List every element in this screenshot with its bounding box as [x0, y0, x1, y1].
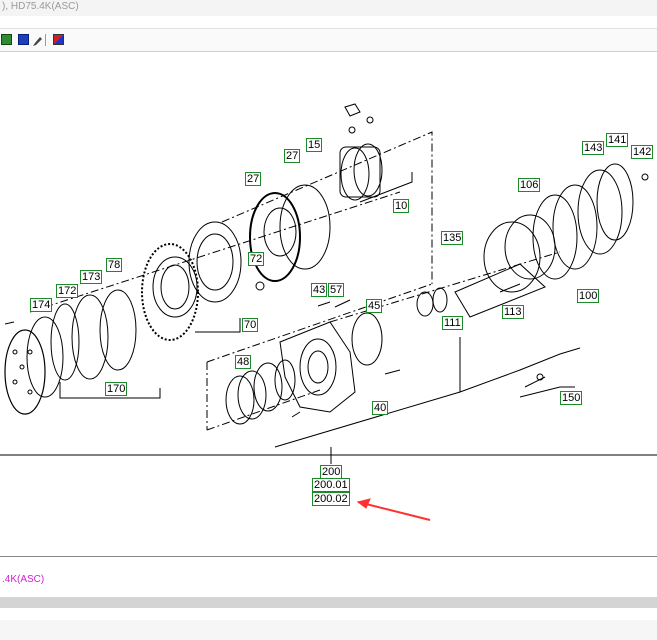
bottom-bar [0, 620, 657, 640]
callout-label[interactable]: 70 [242, 318, 259, 332]
callout-label[interactable]: 45 [366, 299, 383, 313]
color-palette-icon[interactable] [53, 34, 64, 45]
divider [0, 556, 657, 557]
status-text: .4K(ASC) [2, 574, 45, 585]
parts-drawing [0, 103, 657, 521]
callout-label[interactable]: 143 [582, 141, 605, 155]
toolbar [0, 28, 657, 52]
window-title: ), HD75.4K(ASC) [2, 1, 79, 12]
callout-label[interactable]: 100 [577, 289, 600, 303]
callout-label[interactable]: 106 [518, 178, 541, 192]
callout-label[interactable]: 135 [441, 231, 464, 245]
assembly-label[interactable]: 200.02 [312, 492, 350, 506]
callout-label[interactable]: 78 [106, 258, 123, 272]
callout-label[interactable]: 48 [235, 355, 252, 369]
callout-label[interactable]: 141 [606, 133, 629, 147]
callout-label[interactable]: 150 [560, 391, 583, 405]
assembly-label[interactable]: 200 [320, 465, 343, 479]
callout-label[interactable]: 173 [80, 270, 103, 284]
callout-label[interactable]: 10 [393, 199, 410, 213]
window-title-bar: ), HD75.4K(ASC) [0, 0, 657, 16]
exploded-parts-diagram: 174 172 173 78 170 72 70 27 27 15 10 43 … [0, 52, 657, 552]
callout-label[interactable]: 172 [56, 284, 79, 298]
callout-label[interactable]: 142 [631, 145, 654, 159]
green-square-icon[interactable] [1, 34, 12, 45]
callout-label[interactable]: 40 [372, 401, 389, 415]
pencil-icon[interactable] [32, 34, 42, 46]
callout-label[interactable]: 113 [502, 305, 524, 319]
callout-label[interactable]: 27 [245, 172, 262, 186]
blue-grid-icon[interactable] [18, 34, 29, 45]
horizontal-scrollbar[interactable] [0, 597, 657, 608]
callout-label[interactable]: 27 [284, 149, 301, 163]
callout-label[interactable]: 174 [30, 298, 53, 312]
callout-label[interactable]: 72 [248, 252, 265, 266]
callout-label[interactable]: 43 [311, 283, 328, 297]
callout-label[interactable]: 170 [105, 382, 128, 396]
toolbar-separator [45, 34, 46, 46]
assembly-label[interactable]: 200.01 [312, 478, 350, 492]
callout-label[interactable]: 15 [306, 138, 323, 152]
callout-label[interactable]: 111 [442, 316, 463, 330]
callout-label[interactable]: 57 [328, 283, 345, 297]
